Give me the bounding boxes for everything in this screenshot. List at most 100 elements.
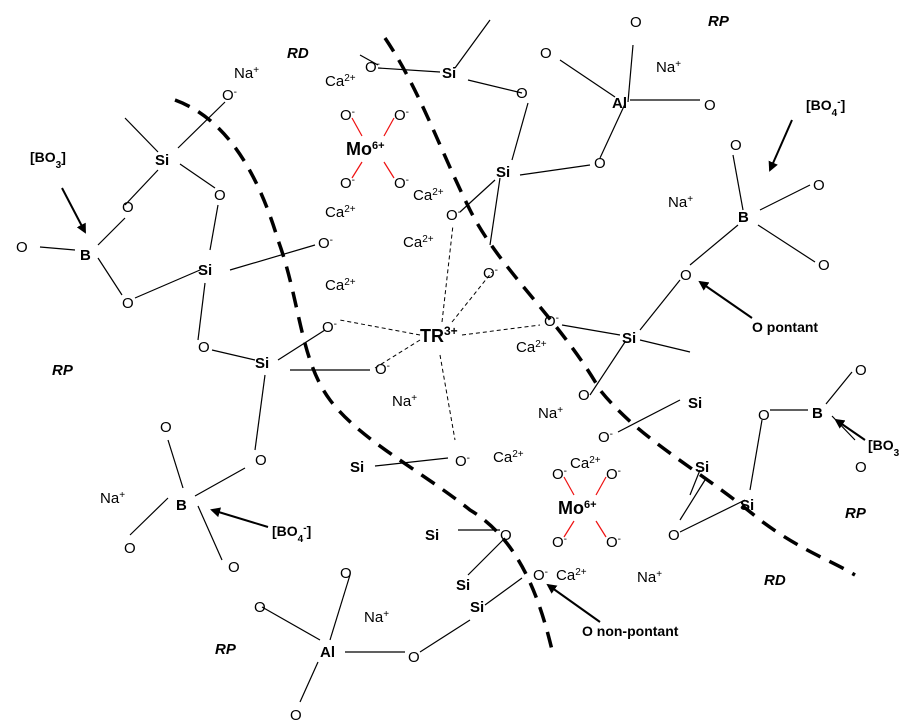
bond-line [194,467,246,497]
arrow-bo3 [61,187,86,234]
oxygen-atom: O- [483,265,498,283]
rp-region-label: RP [215,641,237,658]
bond-line [97,257,123,296]
calcium-ion: Ca2+ [570,455,601,473]
oxygen-atom: O [16,239,28,256]
bond-line [229,244,316,271]
bond-line [467,539,504,576]
bond-line [639,279,681,331]
oxygen-atom: O- [544,313,559,331]
oxygen-atom: O [255,452,267,469]
rare-earth-ion: TR3+ [420,324,458,346]
mo-oxygen: O- [340,107,355,125]
bond-line [419,619,471,653]
boron-atom: B [176,497,187,514]
oxygen-atom: O [254,599,266,616]
bond-line [689,469,701,496]
sodium-ion: Na+ [668,194,693,212]
rd-boundary [383,37,856,577]
oxygen-atom: O [408,649,420,666]
oxygen-atom: O [680,267,692,284]
rd-region-label: RD [764,572,786,589]
mo-bond [383,117,395,137]
sodium-ion: Na+ [234,65,259,83]
bond-line [179,163,216,189]
boron-atom: B [738,209,749,226]
bond-line [129,497,169,536]
oxygen-atom: O [540,45,552,62]
oxygen-atom: O [630,14,642,31]
bond-line [459,179,496,213]
bond-line [167,439,184,489]
mo-oxygen: O- [552,534,567,552]
mo-oxygen: O- [606,466,621,484]
bo4-label: [BO4-] [272,523,311,545]
oxygen-atom: O- [375,361,390,379]
bond-line [511,102,529,161]
rp-region-label: RP [845,505,867,522]
calcium-ion: Ca2+ [325,73,356,91]
silicon-atom: Si [456,577,470,594]
oxygen-atom: O [500,527,512,544]
oxygen-atom: O [290,707,302,722]
bond-line [589,341,626,396]
sodium-ion: Na+ [656,59,681,77]
sodium-ion: Na+ [392,393,417,411]
oxygen-atom: O- [455,453,470,471]
o-pontant-label: O pontant [752,319,818,335]
bond-line [124,117,159,153]
calcium-ion: Ca2+ [325,277,356,295]
oxygen-atom: O [855,362,867,379]
molybdenum-ion: Mo6+ [558,498,597,518]
rp-region-label: RP [708,13,730,30]
bond-line [454,19,491,69]
bond-line [599,103,626,159]
arrow-bo3-right [834,418,866,441]
oxygen-atom: O [228,559,240,576]
calcium-ion: Ca2+ [516,339,547,357]
mo-oxygen: O- [394,107,409,125]
mo-bond [351,161,363,179]
bond-line [639,339,691,353]
boron-atom: B [80,247,91,264]
oxygen-atom: O [813,177,825,194]
silicon-atom: Si [425,527,439,544]
bond-line [759,184,811,211]
bond-line [329,574,351,641]
oxygen-atom: O [704,97,716,114]
bond-line [467,79,523,94]
oxygen-atom: O- [365,59,380,77]
silicon-atom: Si [350,459,364,476]
bond-line [519,164,591,176]
bond-line [197,505,223,561]
calcium-ion: Ca2+ [403,234,434,252]
o-non-pontant-label: O non-pontant [582,623,679,639]
bond-line [561,324,621,336]
mo-oxygen: O- [340,175,355,193]
bond-line [679,499,746,533]
aluminium-atom: Al [612,95,627,112]
arrow-o-pontant [698,280,753,319]
bond-line [299,661,319,703]
sodium-ion: Na+ [637,569,662,587]
oxygen-atom: O [730,137,742,154]
mo-oxygen: O- [394,175,409,193]
bond-line [39,246,76,251]
rp-region-label: RP [52,362,74,379]
bond-line [211,349,256,361]
mo-bond [563,476,575,496]
bond-line [261,606,321,641]
sodium-ion: Na+ [364,609,389,627]
bond-line [254,374,266,451]
bond-line [97,217,126,246]
boron-atom: B [812,405,823,422]
bond-line [359,54,379,66]
oxygen-atom: O [214,187,226,204]
oxygen-atom: O [340,565,352,582]
oxygen-atom: O- [318,235,333,253]
coordination-line [441,224,454,323]
oxygen-atom: O [758,407,770,424]
bond-line [831,415,856,441]
rd-boundary [174,98,554,651]
